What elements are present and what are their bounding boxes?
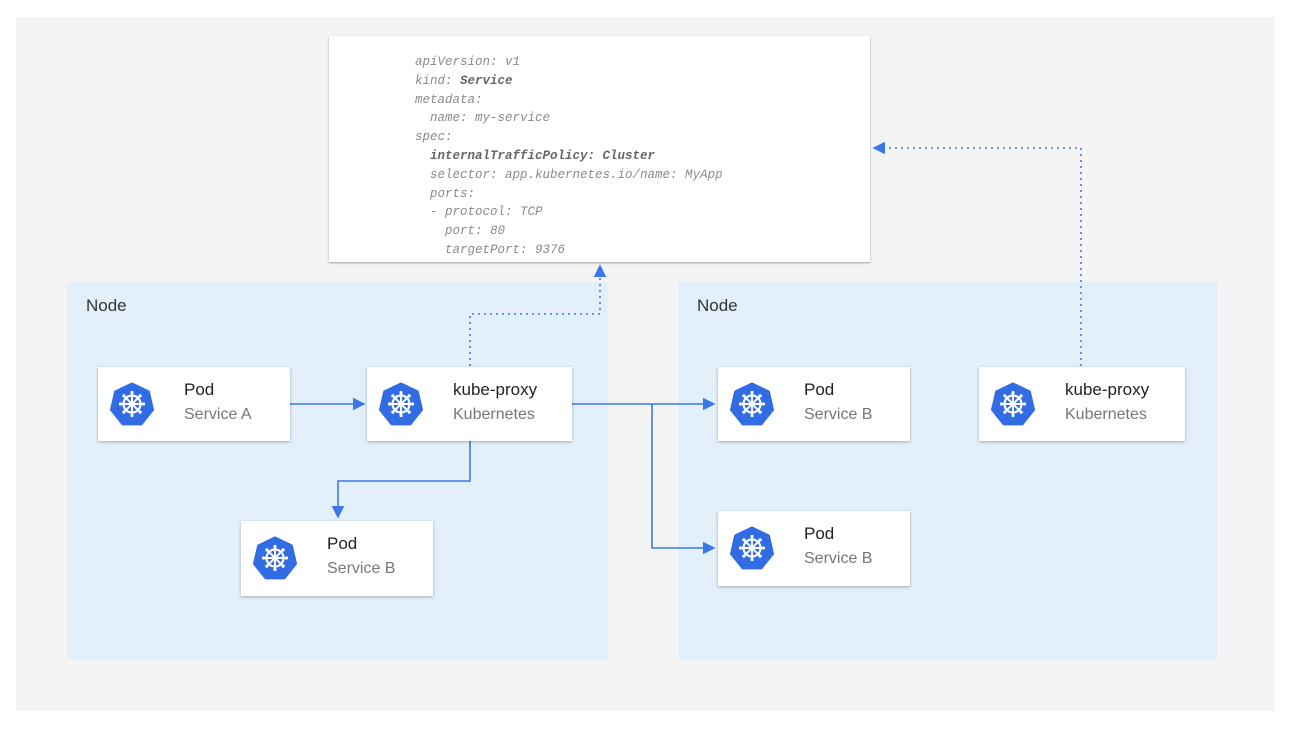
kubernetes-helm-icon — [730, 526, 774, 570]
yaml-value: my-service — [467, 111, 551, 126]
kube-proxy-left[interactable]: kube-proxy Kubernetes — [367, 367, 572, 441]
yaml-key: targetPort: — [445, 242, 528, 257]
kubernetes-helm-icon — [253, 536, 297, 580]
yaml-line: kind: Service — [415, 72, 723, 91]
yaml-value: app.kubernetes.io/name: MyApp — [497, 167, 723, 182]
yaml-line: name: my-service — [415, 109, 723, 128]
yaml-value: Service — [452, 73, 513, 88]
arrow-proxy-to-podb-right-bottom — [651, 404, 716, 555]
kubernetes-helm-icon — [991, 382, 1035, 426]
pod-service-b-right-bottom[interactable]: Pod Service B — [718, 511, 910, 586]
card-title: kube-proxy — [453, 380, 538, 399]
yaml-value: 9376 — [527, 242, 566, 257]
yaml-value: v1 — [497, 55, 521, 69]
yaml-key: port: — [445, 224, 483, 239]
yaml-key: spec: — [415, 130, 453, 145]
yaml-key: kind: — [415, 73, 453, 88]
yaml-line: selector: app.kubernetes.io/name: MyApp — [415, 166, 723, 185]
kube-proxy-right[interactable]: kube-proxy Kubernetes — [979, 367, 1185, 441]
card-subtitle: Service B — [327, 560, 396, 577]
node-label: Node — [697, 296, 738, 315]
yaml-key: - protocol: — [430, 205, 513, 220]
card-title: Pod — [804, 380, 835, 399]
pod-service-b-left[interactable]: Pod Service B — [241, 521, 433, 596]
card-title: kube-proxy — [1065, 380, 1150, 399]
node-left: Node — [67, 282, 608, 659]
yaml-key: metadata: — [415, 92, 483, 107]
yaml-key: selector: — [430, 167, 498, 182]
dotted-arrow-proxy-left-to-service — [469, 264, 607, 366]
yaml-key: apiVersion: — [415, 55, 498, 69]
arrow-proxy-to-podb-left — [331, 441, 471, 519]
node-label: Node — [86, 296, 127, 315]
yaml-value: Cluster — [595, 148, 656, 163]
card-title: Pod — [327, 534, 358, 553]
yaml-key: ports: — [430, 186, 476, 201]
kubernetes-helm-icon — [379, 382, 423, 426]
yaml-line: ports: — [415, 185, 723, 204]
yaml-key: name: — [430, 111, 468, 126]
yaml-line: port: 80 — [415, 222, 723, 241]
card-subtitle: Service B — [804, 406, 873, 423]
kubernetes-helm-icon — [730, 382, 774, 426]
pod-service-a[interactable]: Pod Service A — [98, 367, 290, 441]
card-title: Pod — [184, 380, 215, 399]
card-subtitle: Kubernetes — [453, 406, 535, 423]
yaml-value: 80 — [482, 224, 506, 239]
kubernetes-helm-icon — [110, 382, 154, 426]
yaml-line: metadata: — [415, 91, 723, 110]
yaml-line: internalTrafficPolicy: Cluster — [415, 147, 723, 166]
yaml-line: - protocol: TCP — [415, 203, 723, 222]
dotted-arrow-proxy-right-to-service — [872, 141, 1082, 366]
yaml-line: targetPort: 9376 — [415, 241, 723, 260]
card-subtitle: Service A — [184, 406, 252, 423]
yaml-line: spec: — [415, 128, 723, 147]
node-right: Node — [678, 282, 1218, 659]
card-subtitle: Service B — [804, 550, 873, 567]
yaml-value: TCP — [512, 205, 543, 220]
pod-service-b-right-top[interactable]: Pod Service B — [718, 367, 910, 441]
card-title: Pod — [804, 524, 835, 543]
card-subtitle: Kubernetes — [1065, 406, 1147, 423]
yaml-key: internalTrafficPolicy: — [430, 148, 596, 163]
yaml-line: apiVersion: v1 — [415, 53, 723, 72]
